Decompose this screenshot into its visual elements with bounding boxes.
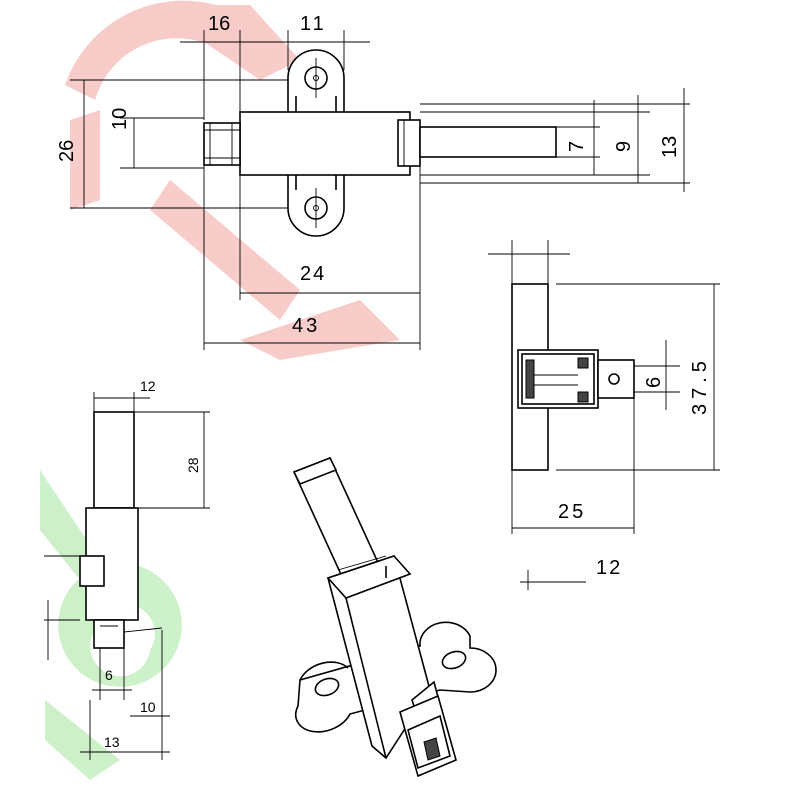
front-stem (93, 411, 135, 509)
dim-body-length: 24 (300, 263, 326, 285)
dim-mount-height: 13 (659, 136, 681, 158)
front-view: 12 28 6 10 13 (44, 378, 210, 760)
dim-overall-length: 43 (292, 315, 320, 337)
connector-left (203, 122, 241, 166)
dim-front-tab-span: 10 (140, 699, 156, 715)
front-tab (93, 619, 125, 649)
dim-side-lead-width: 6 (643, 377, 665, 388)
dim-overall-height: 26 (56, 140, 78, 162)
side-view: 37.5 6 25 12 (488, 240, 720, 590)
top-view: 16 11 26 10 7 9 13 24 43 (56, 13, 690, 350)
dim-side-lead-length: 12 (596, 557, 622, 579)
iso-connector (399, 694, 457, 778)
dim-lead-step: 9 (613, 141, 635, 152)
dim-left-offset: 16 (208, 13, 230, 35)
dim-side-height: 37.5 (689, 356, 711, 415)
holder-body (239, 111, 411, 176)
dim-lead-width: 7 (566, 141, 588, 152)
carbon-brush (419, 126, 557, 158)
dim-front-stem-height: 28 (185, 457, 201, 473)
dim-front-base-width: 13 (104, 734, 120, 750)
dim-front-tab-width: 6 (105, 667, 113, 683)
clip-right (397, 119, 421, 167)
dim-body-height: 10 (109, 108, 131, 130)
dim-front-stem-width: 12 (140, 378, 156, 394)
side-tab (597, 359, 635, 399)
dim-side-length: 25 (558, 501, 586, 523)
isometric-view (292, 456, 497, 778)
watermark-logo (40, 0, 400, 780)
dim-hole-width: 11 (300, 13, 327, 35)
